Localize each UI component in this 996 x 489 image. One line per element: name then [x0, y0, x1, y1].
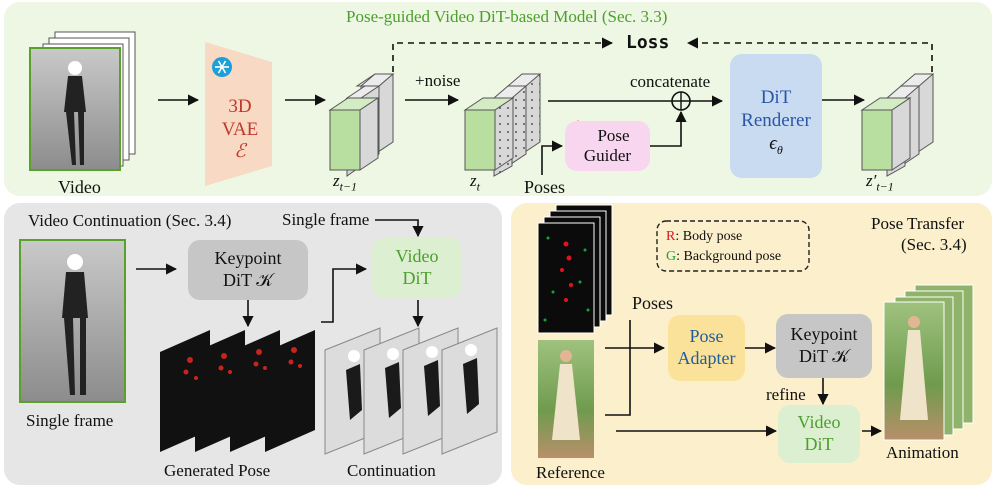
- concatenate-label: concatenate: [630, 72, 711, 91]
- legend-box: [656, 220, 810, 272]
- dit-renderer-symbol: ϵθ: [769, 132, 783, 157]
- reference-image: [538, 340, 594, 458]
- dit-renderer-box: DiT Renderer ϵθ: [730, 54, 822, 178]
- noise-label: +noise: [415, 71, 461, 90]
- video-dit-box-right: Video DiT: [778, 405, 860, 463]
- pose-guider-box: Pose Guider: [565, 121, 650, 171]
- loss-label: Loss: [626, 32, 670, 53]
- video-dit-line2: DiT: [402, 268, 432, 288]
- dit-renderer-line1: DiT: [760, 87, 792, 109]
- z-prev-label: zt−1: [333, 171, 358, 194]
- legend-body-pose: R: Body pose: [666, 229, 743, 244]
- pose-adapter-box: Pose Adapter: [668, 315, 745, 381]
- vae-label: 3D VAE ℰ: [215, 90, 265, 170]
- keypoint-line1: Keypoint: [214, 248, 282, 269]
- dit-renderer-line2: Renderer: [741, 109, 811, 131]
- keypoint-line2: DiT 𝒦: [799, 346, 849, 366]
- keypoint-dit-box-left: Keypoint DiT 𝒦: [188, 240, 308, 300]
- output-latent-stack: [860, 73, 935, 177]
- 3d-vae-block: [205, 42, 272, 186]
- video-label: Video: [58, 177, 101, 197]
- pose-guider-line1: Pose: [597, 125, 630, 145]
- vae-line3: ℰ: [234, 141, 246, 163]
- poses-label-right: Poses: [632, 293, 674, 313]
- generated-pose-frames: [160, 330, 315, 452]
- pose-transfer-title-2: (Sec. 3.4): [901, 235, 967, 254]
- z-out-label: z′t−1: [866, 171, 894, 194]
- single-frame-image: [19, 239, 126, 403]
- poses-label-top: Poses: [524, 177, 566, 197]
- video-continuation-title: Video Continuation (Sec. 3.4): [28, 211, 232, 230]
- video-dit-line1: Video: [797, 412, 841, 433]
- vae-line1: 3D: [228, 95, 252, 117]
- animation-frames: [883, 284, 974, 441]
- noisy-latent-stack-zt: [463, 73, 542, 177]
- continuation-frames: [324, 327, 498, 455]
- animation-label: Animation: [886, 443, 959, 462]
- video-frame-stack: [29, 31, 136, 171]
- pose-adapter-line2: Adapter: [677, 348, 736, 368]
- top-title: Pose-guided Video DiT-based Model (Sec. …: [346, 7, 668, 26]
- refine-label: refine: [766, 385, 806, 404]
- single-frame-bottom-label: Single frame: [26, 411, 114, 430]
- reference-label: Reference: [536, 463, 605, 482]
- pose-transfer-title-1: Pose Transfer: [871, 214, 965, 233]
- keypoint-dit-box-right: Keypoint DiT 𝒦: [776, 314, 872, 378]
- snowflake-icon: [212, 57, 232, 77]
- vae-line2: VAE: [221, 118, 259, 140]
- keypoint-line1: Keypoint: [790, 324, 858, 345]
- pose-frames-stack: [537, 204, 613, 334]
- latent-stack-zt-1: [328, 73, 395, 177]
- z-t-label: zt: [470, 171, 480, 194]
- legend-background-pose: G: Background pose: [666, 249, 782, 264]
- video-dit-line1: Video: [395, 246, 439, 267]
- pose-adapter-line1: Pose: [689, 326, 724, 347]
- video-dit-box-left: Video DiT: [372, 238, 462, 298]
- pose-guider-line2: Guider: [583, 146, 632, 165]
- single-frame-top-label: Single frame: [282, 210, 370, 229]
- keypoint-line2: DiT 𝒦: [223, 270, 273, 290]
- generated-pose-label: Generated Pose: [164, 461, 271, 480]
- video-dit-line2: DiT: [804, 434, 834, 454]
- continuation-label: Continuation: [347, 461, 436, 480]
